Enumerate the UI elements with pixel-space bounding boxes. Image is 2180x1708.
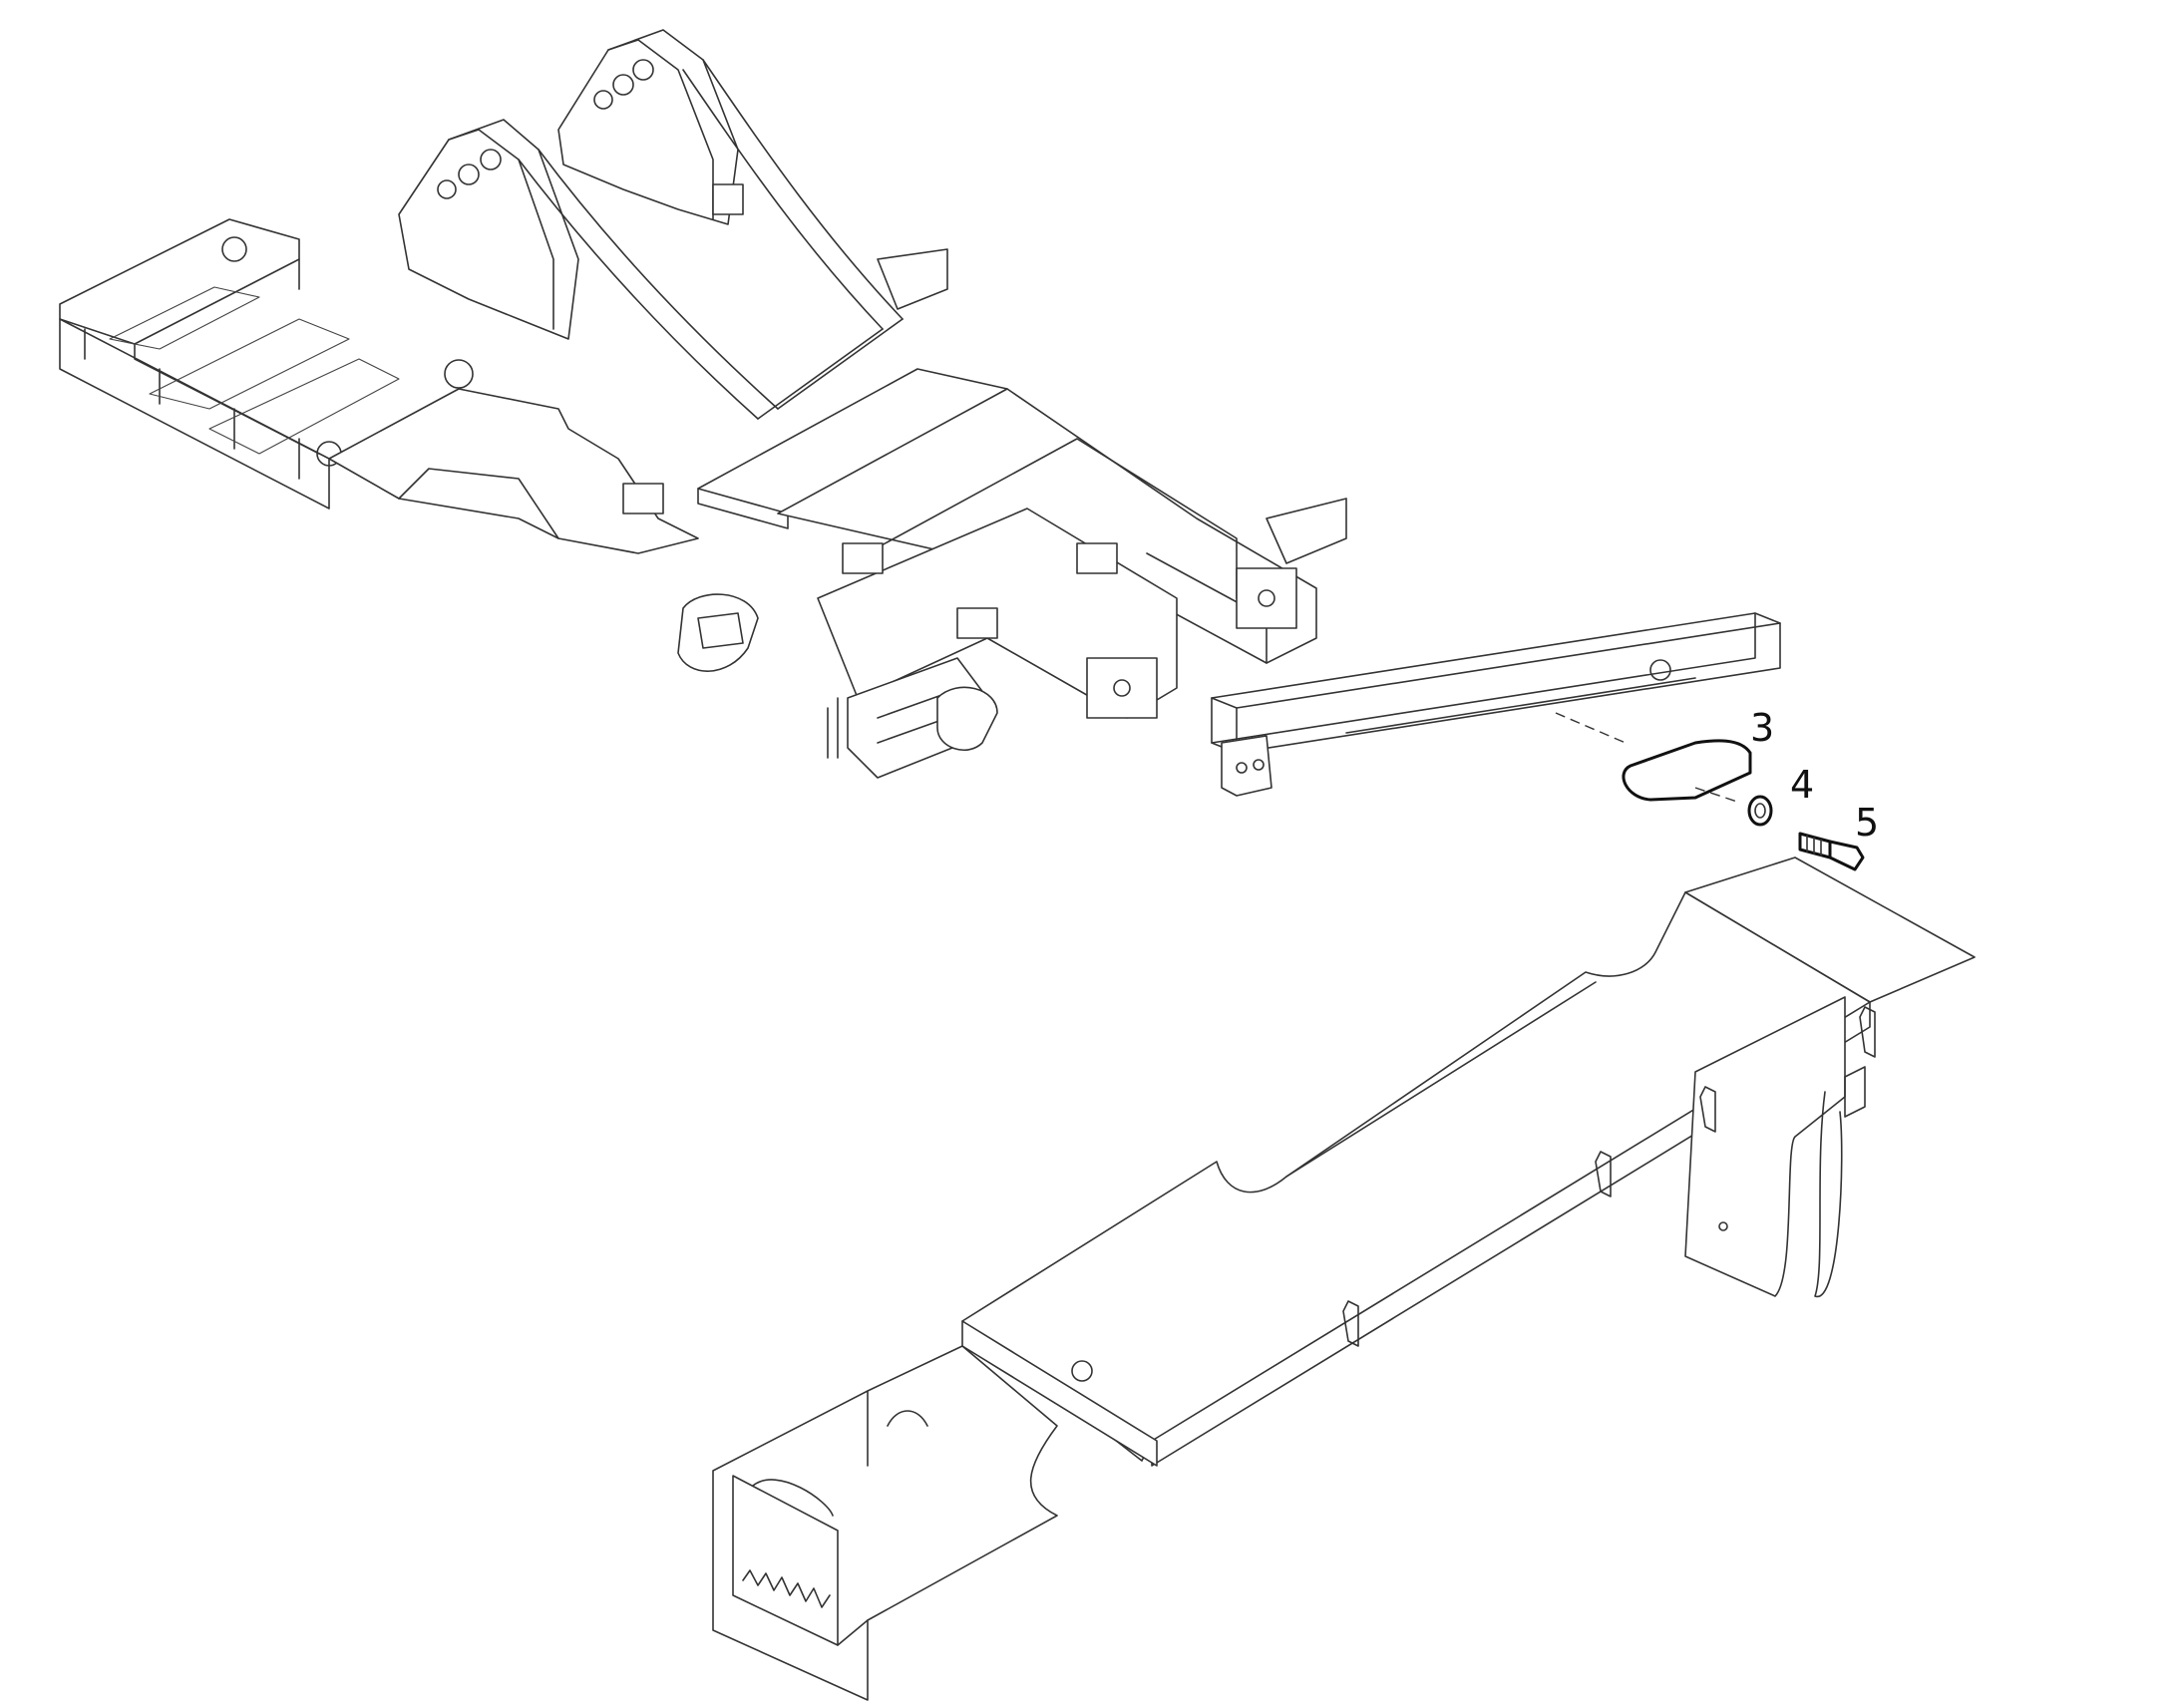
callout-4: 4 xyxy=(1790,763,1814,807)
callout-3: 3 xyxy=(1750,706,1774,750)
subframe-beam xyxy=(1211,612,1781,797)
part-3-shim-plate xyxy=(1555,712,1752,802)
lower-cover-panel xyxy=(712,856,1976,1701)
part-4-washer xyxy=(1694,787,1773,827)
callout-5: 5 xyxy=(1855,801,1879,845)
callouts: 3 4 5 xyxy=(1750,706,1879,845)
chassis-frame xyxy=(59,29,1347,779)
part-5-bolt xyxy=(1798,832,1865,871)
